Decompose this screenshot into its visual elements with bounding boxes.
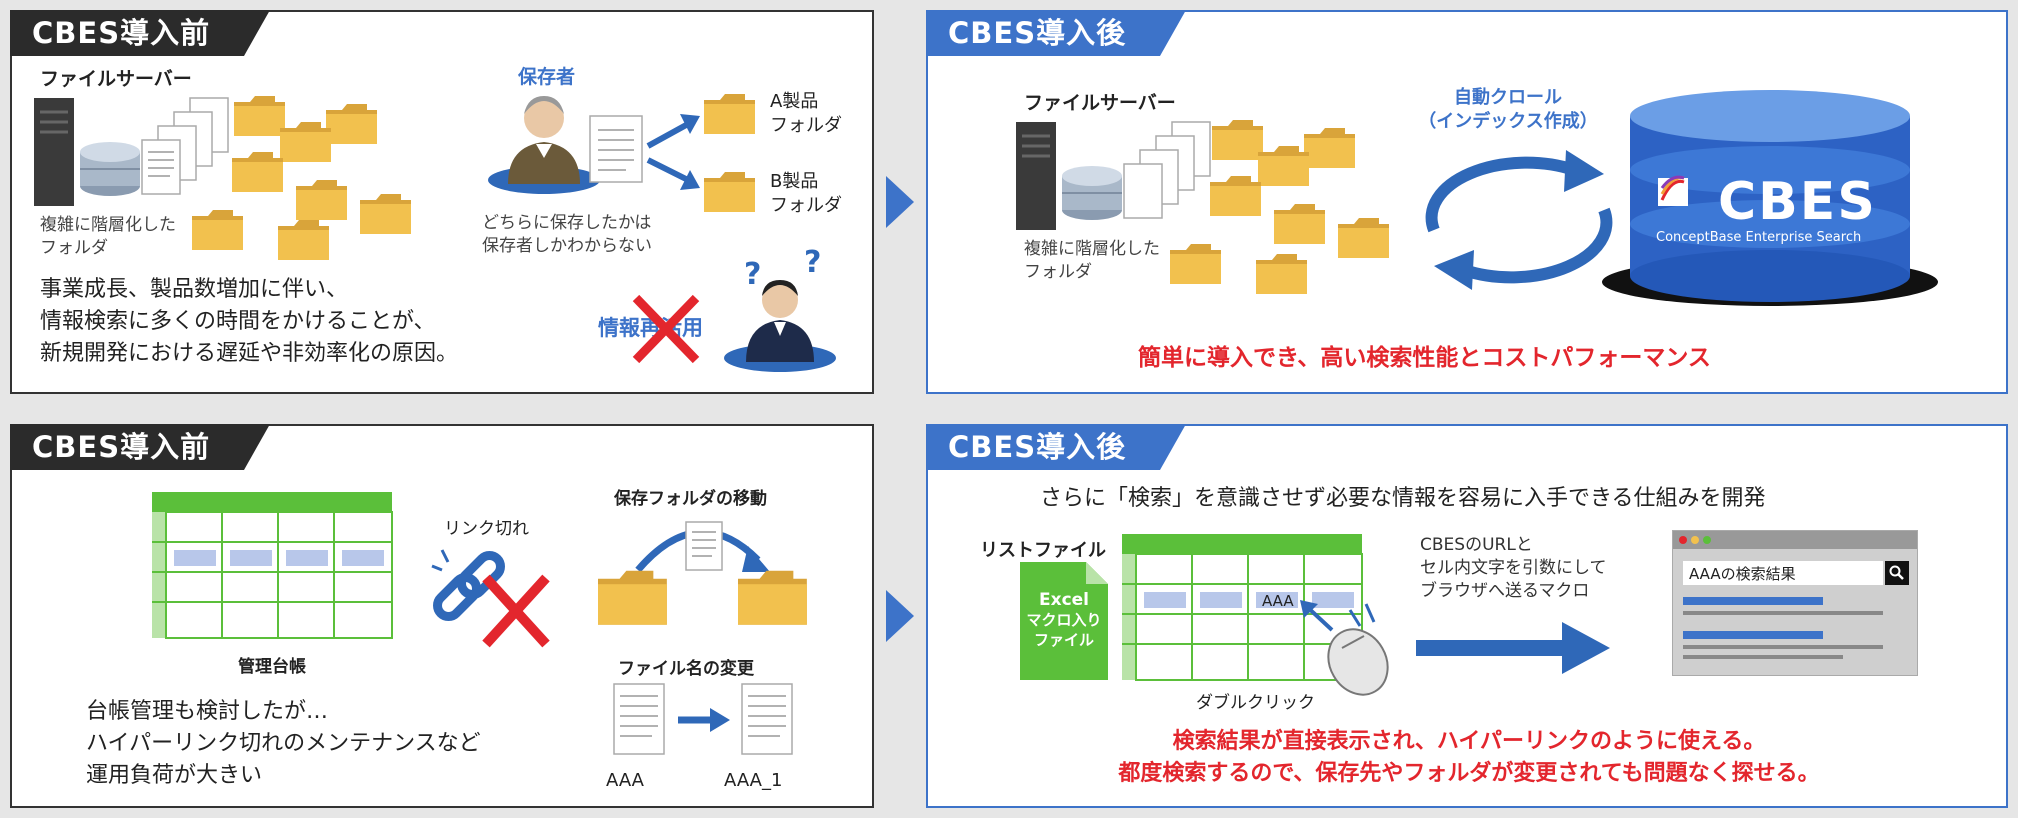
- server-icon: [34, 98, 74, 206]
- search-result-title: AAAの検索結果: [1689, 565, 1796, 583]
- documents-icon: [1123, 121, 1211, 219]
- panel-title: CBES導入後: [926, 10, 1186, 56]
- broken-link-icon: [431, 549, 550, 648]
- browser-window: AAAの検索結果: [1672, 530, 1918, 676]
- svg-text:?: ?: [744, 257, 761, 292]
- rename-icon: [613, 683, 793, 755]
- list-file-label: リストファイル: [980, 540, 1106, 561]
- documents-icon: [141, 97, 229, 195]
- result-line-2: [1683, 645, 1883, 649]
- confused-person-icon: ? ?: [724, 245, 836, 372]
- arrow-right-top: [886, 176, 914, 228]
- folder-note: 複雑に階層化した フォルダ: [40, 215, 176, 258]
- document-icon: [589, 115, 643, 183]
- saver-label: 保存者: [518, 66, 576, 88]
- file-server-label: ファイルサーバー: [40, 68, 192, 90]
- crawl-label: 自動クロール （インデックス作成）: [1418, 87, 1598, 132]
- excel-label: Excel マクロ入り ファイル: [1026, 590, 1102, 649]
- panel-title: CBES導入前: [10, 424, 270, 470]
- search-box[interactable]: [1683, 561, 1883, 585]
- panel-after-bottom: CBES導入後 さらに「検索」を意識させず必要な情報を容易に入手できる仕組みを開…: [926, 424, 2008, 808]
- panel-title: CBES導入前: [10, 10, 270, 56]
- arrow-right-icon: [1416, 622, 1610, 674]
- file-server-label: ファイルサーバー: [1024, 92, 1176, 114]
- result-line-1: [1683, 611, 1883, 615]
- folder-a-label: A製品 フォルダ: [770, 91, 842, 136]
- macro-text: CBESのURLと セル内文字を引数にして ブラウザへ送るマクロ: [1420, 535, 1607, 601]
- result-text: 検索結果が直接表示され、ハイパーリンクのように使える。 都度検索するので、保存先…: [1118, 729, 1820, 786]
- disk-icon: [1062, 166, 1122, 220]
- folders-cluster: [1170, 120, 1389, 294]
- arrow-icon: [646, 114, 700, 190]
- minimize-dot-icon: [1691, 536, 1699, 544]
- ledger-label: 管理台帳: [238, 657, 306, 677]
- headline: さらに「検索」を意識させず必要な情報を容易に入手できる仕組みを開発: [1040, 486, 1766, 511]
- database-icon: [1602, 90, 1938, 306]
- panel-after-top: CBES導入後 ファイルサーバー 複雑に階層化した フォルダ 自: [926, 10, 2008, 394]
- dblclick-label: ダブルクリック: [1196, 693, 1315, 713]
- person-icon: [488, 96, 600, 194]
- result-link-2[interactable]: [1683, 631, 1823, 639]
- file-b-label: AAA_1: [724, 770, 783, 791]
- unsure-note: どちらに保存したかは 保存者しかわからない: [482, 213, 652, 256]
- db-logo: CBES: [1718, 172, 1877, 232]
- result-link-1[interactable]: [1683, 597, 1823, 605]
- file-a-label: AAA: [606, 770, 644, 791]
- problem-text: 台帳管理も検討したが… ハイパーリンク切れのメンテナンスなど 運用負荷が大きい: [86, 699, 481, 788]
- close-dot-icon: [1679, 536, 1687, 544]
- panel-title: CBES導入後: [926, 424, 1186, 470]
- link-broken-label: リンク切れ: [444, 519, 529, 539]
- search-icon[interactable]: [1885, 561, 1909, 585]
- panel-before-top: CBES導入前 ファイルサーバー: [10, 10, 874, 394]
- disk-icon: [80, 142, 140, 196]
- folder-a-icon: [704, 94, 755, 134]
- folders-cluster: [192, 96, 411, 260]
- arrow-right-bottom: [886, 590, 914, 642]
- result-line-3: [1683, 655, 1843, 659]
- folder-b-icon: [704, 172, 755, 212]
- db-subtitle: ConceptBase Enterprise Search: [1656, 230, 1862, 245]
- browser-titlebar: [1673, 531, 1917, 549]
- move-label: 保存フォルダの移動: [614, 489, 767, 509]
- reuse-label: 情報再活用: [598, 316, 703, 340]
- excel-file-icon: [1020, 562, 1108, 680]
- mouse-icon: [1300, 600, 1389, 696]
- maximize-dot-icon: [1703, 536, 1711, 544]
- result-text: 簡単に導入でき、高い検索性能とコストパフォーマンス: [1138, 345, 1711, 371]
- server-icon: [1016, 122, 1056, 230]
- problem-text: 事業成長、製品数増加に伴い、 情報検索に多くの時間をかけることが、 新規開発にお…: [40, 277, 459, 366]
- ledger-table-icon: [152, 492, 393, 639]
- folder-b-label: B製品 フォルダ: [770, 171, 842, 216]
- panel-before-bottom: CBES導入前 管理台帳 リンク切れ 保存フォルダの移動 ファイル名の変更: [10, 424, 874, 808]
- cross-icon: [632, 294, 700, 364]
- spreadsheet-icon: [1122, 534, 1363, 681]
- cycle-arrows-icon: [1425, 150, 1613, 290]
- cell-text: AAA: [1262, 592, 1294, 610]
- rename-label: ファイル名の変更: [618, 659, 754, 679]
- svg-text:?: ?: [804, 245, 821, 280]
- folder-move-icon: [598, 521, 807, 625]
- folder-note: 複雑に階層化した フォルダ: [1024, 239, 1160, 282]
